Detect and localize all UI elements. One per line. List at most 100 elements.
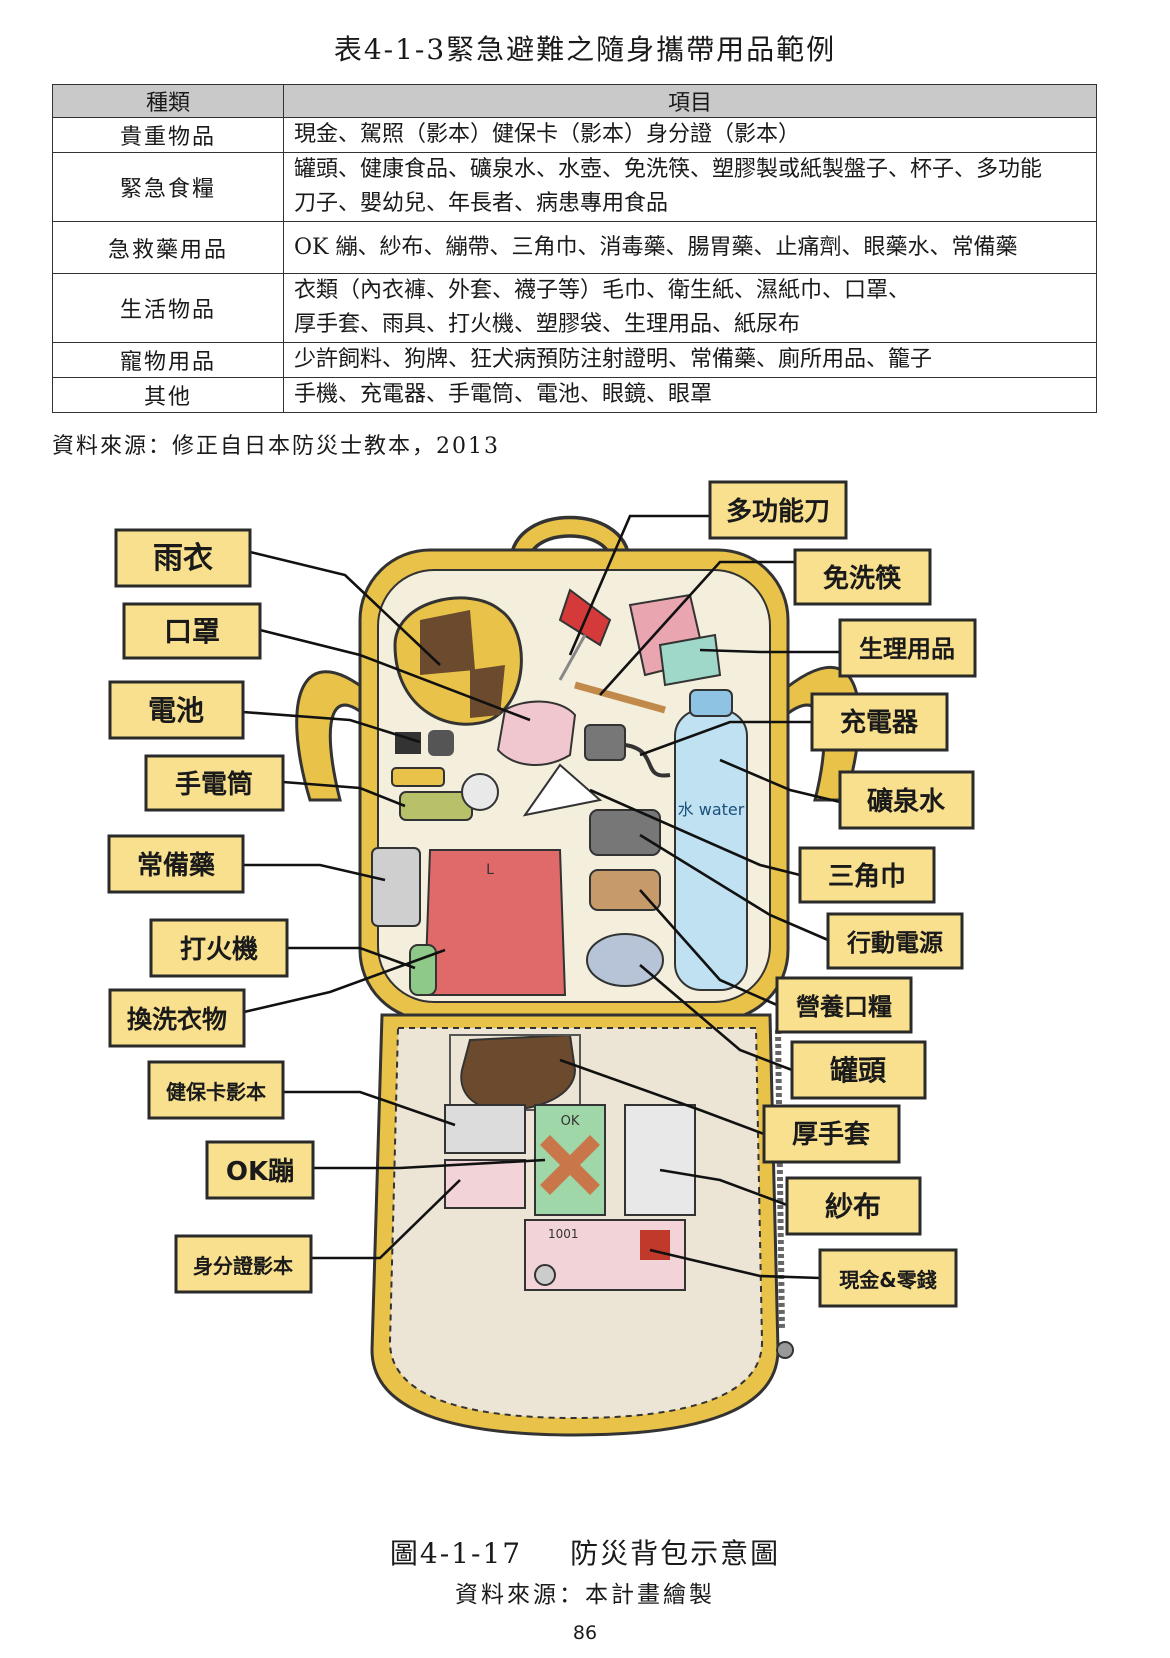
table-row: 緊急食糧 罐頭、健康食品、礦泉水、水壺、免洗筷、塑膠製或紙製盤子、杯子、多功能刀… — [52, 152, 1097, 222]
chopsticks-icon — [574, 681, 666, 714]
battery-icon — [391, 767, 445, 787]
row-line: 少許飼料、狗牌、狂犬病預防注射證明、常備藥、廁所用品、籠子 — [294, 347, 933, 372]
row-items: 現金、駕照（影本）健保卡（影本）身分證（影本） — [283, 117, 1097, 153]
water-bottle-icon — [674, 709, 748, 991]
figure-caption: 圖4-1-17 防災背包示意圖 — [0, 1532, 1170, 1572]
svg-text:紗布: 紗布 — [825, 1190, 881, 1223]
label-cash: 現金&零錢 — [818, 1248, 958, 1308]
label-id-copy: 身分證影本 — [174, 1234, 313, 1294]
row-line: 罐頭、健康食品、礦泉水、水壺、免洗筷、塑膠製或紙製盤子、杯子、多功能 — [294, 157, 1043, 182]
label-ok-bandage: OK蹦 — [205, 1140, 315, 1200]
svg-text:身分證影本: 身分證影本 — [193, 1254, 293, 1278]
table-row: 其他 手機、充電器、手電筒、電池、眼鏡、眼罩 — [52, 377, 1097, 413]
medicine-icon — [371, 847, 421, 927]
row-items: 手機、充電器、手電筒、電池、眼鏡、眼罩 — [283, 377, 1097, 413]
clothes-icon — [423, 849, 567, 996]
label-flashlight: 手電筒 — [144, 754, 285, 812]
figure-number: 圖4-1-17 — [389, 1537, 523, 1570]
can-icon — [586, 933, 664, 987]
row-line: 衣類（內衣褲、外套、襪子等）毛巾、衛生紙、濕紙巾、口罩、 — [294, 278, 911, 303]
label-gauze: 紗布 — [785, 1176, 922, 1236]
label-lighter: 打火機 — [149, 918, 289, 978]
label-multitool: 多功能刀 — [708, 480, 848, 540]
power-bank-icon — [589, 809, 661, 856]
bottle-text: 水 water — [678, 800, 745, 819]
svg-text:行動電源: 行動電源 — [846, 929, 943, 957]
label-chopsticks: 免洗筷 — [793, 548, 932, 606]
charger-cable-icon — [624, 743, 671, 778]
leader-line — [639, 889, 778, 1007]
leader-line — [639, 964, 793, 1072]
svg-text:營養口糧: 營養口糧 — [796, 993, 892, 1021]
row-line: 厚手套、雨具、打火機、塑膠袋、生理用品、紙尿布 — [294, 312, 801, 337]
row-category: 寵物用品 — [52, 342, 284, 378]
ok-pouch-text: OK — [561, 1114, 580, 1129]
label-power-bank: 行動電源 — [826, 912, 964, 970]
leader-line — [243, 863, 386, 882]
sanitary-pack-icon — [658, 633, 722, 687]
row-items: 罐頭、健康食品、礦泉水、水壺、免洗筷、塑膠製或紙製盤子、杯子、多功能刀子、嬰幼兒… — [283, 152, 1097, 222]
raincoat-pattern-icon — [420, 610, 505, 718]
ok-bandage-icon — [540, 1135, 600, 1195]
coin-icon — [534, 1264, 556, 1286]
mask-icon — [496, 700, 577, 766]
health-card-icon — [444, 1104, 526, 1154]
lighter-icon — [409, 944, 437, 996]
multitool-blade-icon — [558, 634, 587, 681]
row-category: 急救藥用品 — [52, 221, 284, 274]
leader-line — [559, 1058, 765, 1136]
leader-line — [283, 1090, 456, 1127]
table-source: 資料來源：修正自日本防災士教本，2013 — [52, 434, 500, 459]
svg-text:多功能刀: 多功能刀 — [726, 496, 830, 527]
zipper-pull-icon — [776, 1341, 794, 1359]
figure-source: 資料來源：本計畫繪製 — [455, 1582, 715, 1608]
svg-text:常備藥: 常備藥 — [137, 850, 215, 881]
leader-line — [242, 710, 421, 744]
table-row: 貴重物品 現金、駕照（影本）健保卡（影本）身分證（影本） — [52, 117, 1097, 153]
leader-line — [639, 833, 829, 942]
label-triangle-bandage: 三角巾 — [798, 846, 936, 904]
svg-text:雨衣: 雨衣 — [153, 541, 213, 576]
id-card-icon — [444, 1159, 526, 1209]
svg-text:換洗衣物: 換洗衣物 — [127, 1005, 227, 1034]
leader-line — [639, 720, 812, 757]
label-clothes: 換洗衣物 — [108, 988, 246, 1048]
label-sanitary: 生理用品 — [838, 618, 977, 678]
leader-line — [243, 948, 446, 1014]
row-category: 緊急食糧 — [52, 152, 284, 222]
bottle-cap-icon — [689, 689, 733, 717]
leader-line — [719, 758, 841, 804]
table-row: 生活物品 衣類（內衣褲、外套、襪子等）毛巾、衛生紙、濕紙巾、口罩、厚手套、雨具、… — [52, 273, 1097, 343]
leader-line — [249, 550, 441, 666]
row-category: 生活物品 — [52, 273, 284, 343]
banknote-text: 1001 — [548, 1227, 579, 1241]
row-line: 手機、充電器、手電筒、電池、眼鏡、眼罩 — [294, 382, 713, 407]
leader-line — [259, 628, 531, 722]
svg-text:現金&零錢: 現金&零錢 — [839, 1268, 936, 1292]
svg-text:生理用品: 生理用品 — [859, 635, 955, 663]
label-water: 礦泉水 — [838, 770, 975, 830]
svg-text:健保卡影本: 健保卡影本 — [166, 1080, 266, 1104]
svg-text:罐頭: 罐頭 — [830, 1054, 887, 1087]
leader-line — [599, 560, 795, 696]
label-nutrition-bar: 營養口糧 — [775, 976, 913, 1034]
svg-text:厚手套: 厚手套 — [792, 1120, 871, 1150]
leader-line — [659, 1168, 788, 1207]
header-category: 種類 — [52, 84, 284, 118]
row-items: OK 繃、紗布、繃帶、三角巾、消毒藥、腸胃藥、止痛劑、眼藥水、常備藥 — [283, 221, 1097, 274]
gauze-icon — [624, 1104, 696, 1216]
svg-text:免洗筷: 免洗筷 — [823, 563, 902, 594]
leader-line — [282, 780, 406, 808]
svg-text:礦泉水: 礦泉水 — [867, 786, 946, 817]
svg-text:電池: 電池 — [148, 694, 204, 727]
label-medicine: 常備藥 — [107, 834, 245, 894]
label-can: 罐頭 — [790, 1040, 927, 1100]
row-line: 刀子、嬰幼兒、年長者、病患專用食品 — [294, 191, 669, 216]
triangle-bandage-icon — [522, 763, 603, 817]
row-items: 衣類（內衣褲、外套、襪子等）毛巾、衛生紙、濕紙巾、口罩、厚手套、雨具、打火機、塑… — [283, 273, 1097, 343]
backpack-illustration: 水 water L OK 1001 雨衣 口罩 電池 — [107, 480, 977, 1437]
battery-icon — [428, 730, 454, 756]
svg-text:三角巾: 三角巾 — [828, 861, 906, 892]
leader-line — [649, 1248, 821, 1280]
figure-title: 防災背包示意圖 — [570, 1537, 781, 1570]
